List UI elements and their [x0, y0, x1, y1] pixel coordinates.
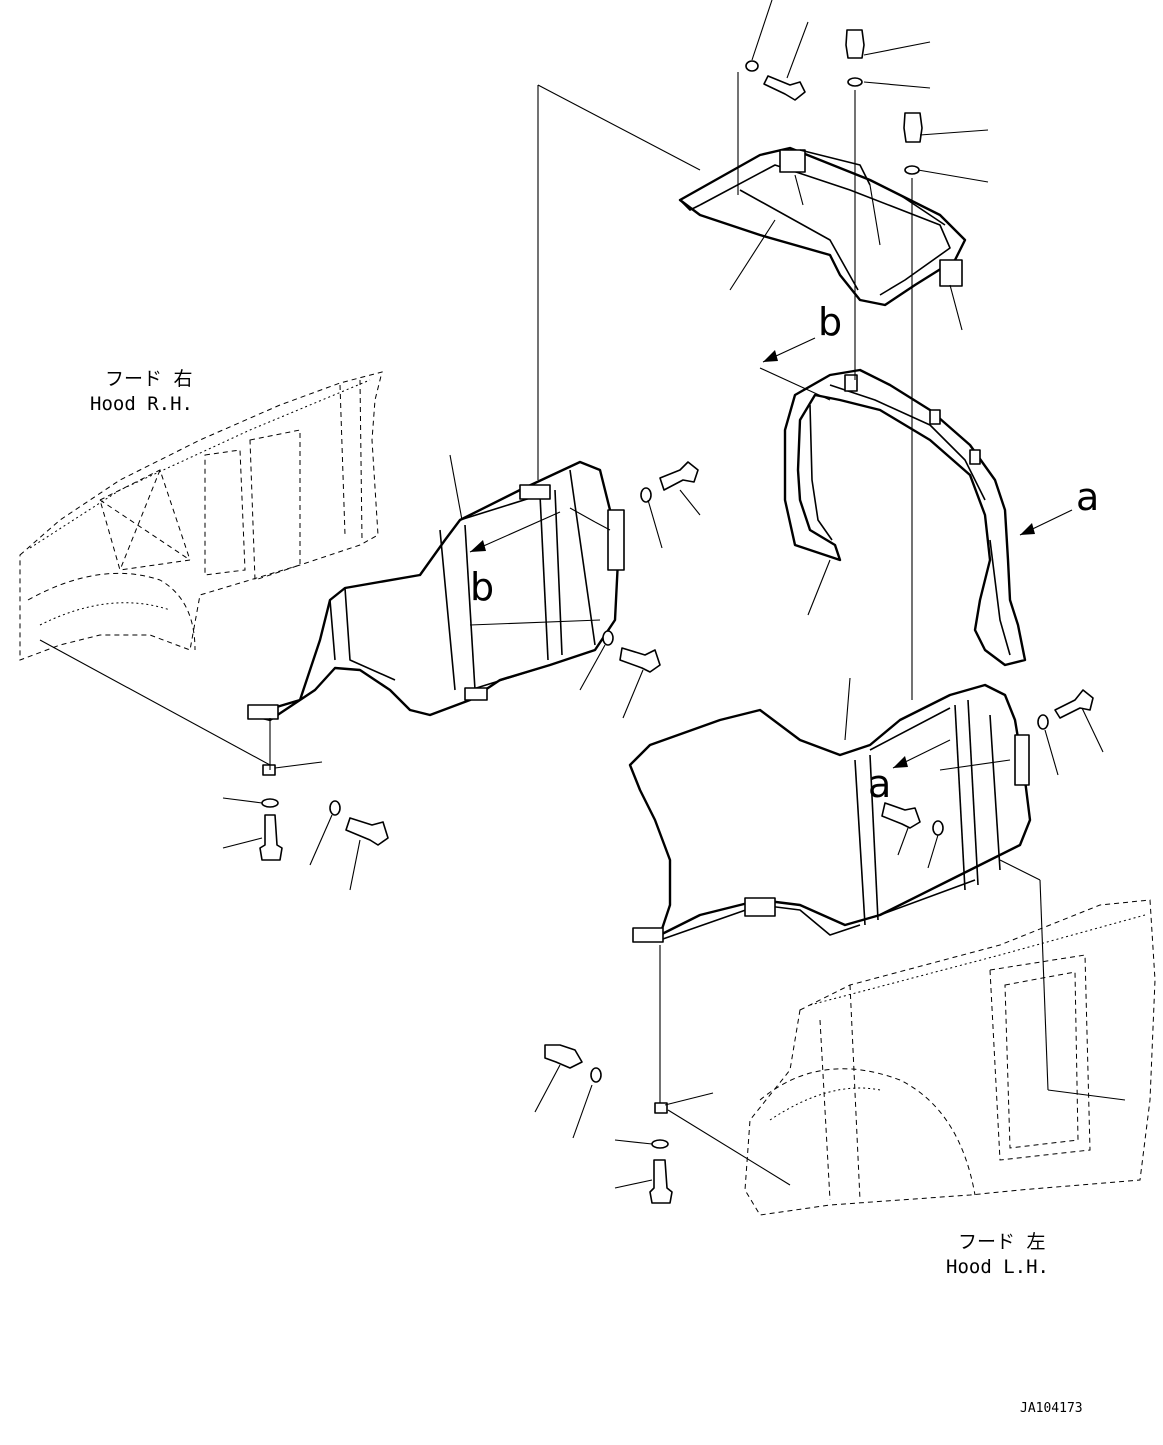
reference-letter-a-upper: a — [1076, 475, 1099, 519]
center-frame — [783, 368, 1027, 667]
reference-letter-a-lower: a — [868, 762, 891, 806]
fasteners — [259, 29, 1094, 1204]
reference-letter-b-lower: b — [470, 565, 494, 609]
reference-letter-b-upper: b — [818, 300, 842, 344]
hood-lh-label-en: Hood L.H. — [946, 1256, 1049, 1278]
hood-rh-label-en: Hood R.H. — [90, 393, 193, 415]
drawing-code: JA104173 — [1020, 1401, 1083, 1416]
hood-rh-panel — [19, 371, 383, 661]
upper-bracket-frame — [678, 146, 967, 307]
right-frame — [628, 683, 1032, 943]
hood-lh-panel — [744, 899, 1156, 1216]
hood-rh-label-jp: フード 右 — [105, 368, 192, 390]
leader-lines — [39, 0, 1126, 1189]
left-frame — [247, 460, 625, 722]
hood-lh-label-jp: フード 左 — [958, 1231, 1045, 1253]
